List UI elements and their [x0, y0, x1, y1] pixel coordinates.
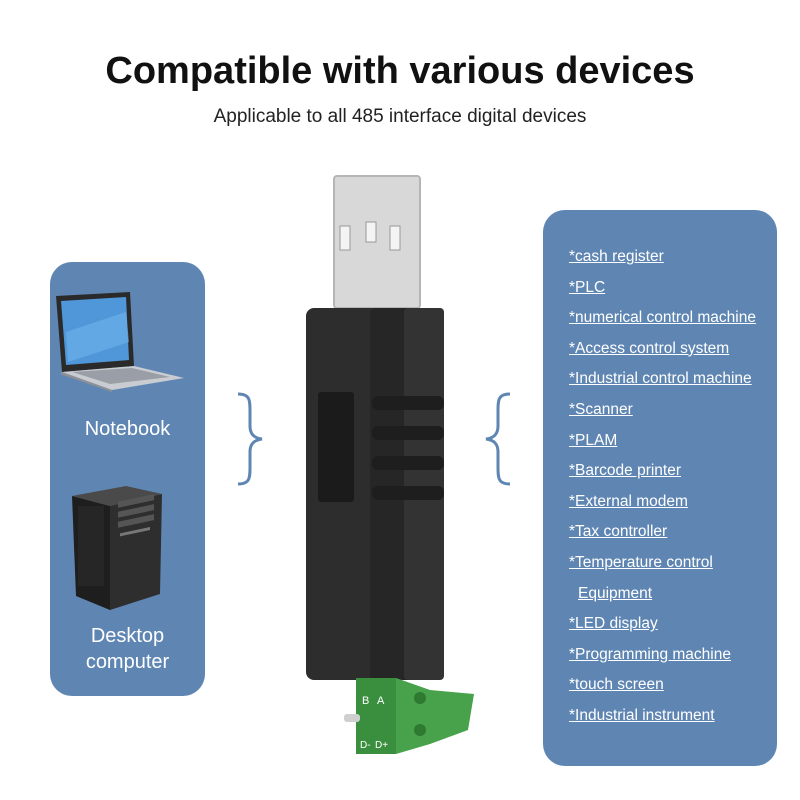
compatible-devices-list: *cash register *PLC *numerical control m…: [569, 246, 756, 736]
svg-text:A: A: [377, 695, 385, 707]
usb-rs485-adapter-image: B A D- D+: [306, 175, 474, 754]
desktop-label-line1: Desktop: [90, 625, 165, 647]
list-item: *cash register: [569, 248, 664, 265]
list-item: *Scanner: [569, 400, 633, 418]
svg-text:B: B: [362, 695, 369, 707]
list-item: *Industrial control machine: [569, 370, 752, 388]
right-brace-icon: [237, 392, 263, 486]
desktop-tower-icon: [72, 486, 162, 610]
page-subtitle: Applicable to all 485 interface digital …: [213, 106, 587, 127]
left-brace-icon: [485, 392, 511, 486]
svg-text:D+: D+: [375, 740, 388, 751]
notebook-label: Notebook: [84, 418, 171, 440]
list-item: *Temperature control: [569, 553, 713, 571]
desktop-label-line2: computer: [85, 651, 170, 673]
compatible-devices-panel: [543, 210, 777, 766]
list-item: *Barcode printer: [569, 462, 682, 480]
list-item: *Industrial instrument: [569, 706, 715, 724]
list-item: Equipment: [578, 584, 653, 602]
svg-text:D-: D-: [360, 740, 371, 751]
list-item: *External modem: [569, 492, 688, 510]
list-item: *Tax controller: [569, 523, 668, 541]
list-item: *Programming machine: [569, 645, 731, 663]
list-item: *LED display: [569, 615, 658, 633]
list-item: *PLC: [569, 278, 606, 296]
page-title: Compatible with various devices: [105, 50, 695, 92]
list-item: *numerical control machine: [569, 309, 756, 327]
list-item: *Access control system: [569, 339, 730, 357]
laptop-icon: [56, 292, 184, 392]
list-item: *touch screen: [569, 676, 664, 694]
list-item: *PLAM: [569, 431, 618, 449]
desktop-computer-label: Desktop computer: [50, 623, 205, 675]
